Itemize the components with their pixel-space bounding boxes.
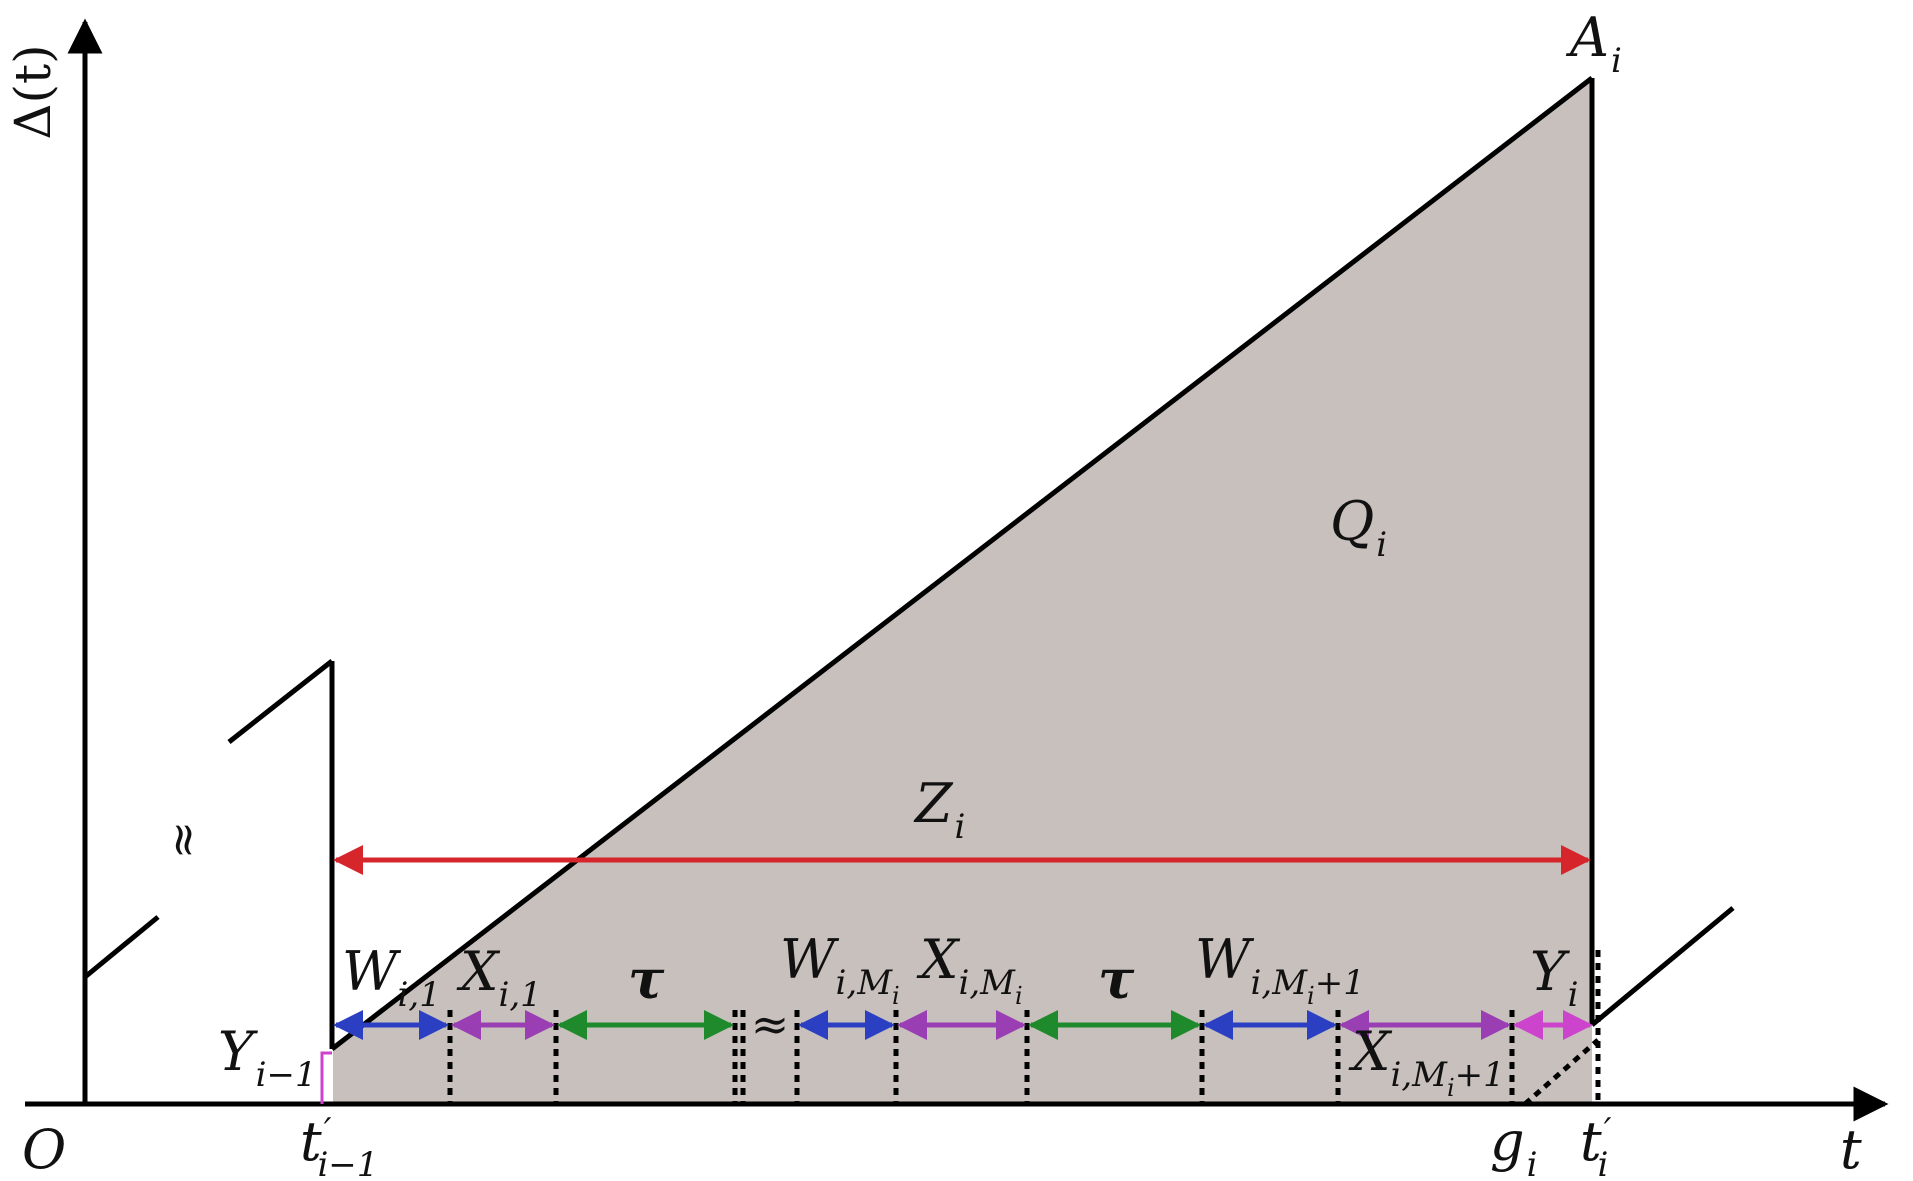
x-imi1-label: Xi,Mi+1 [1348,1020,1505,1102]
approx-symbol-left: ≈ [155,821,209,860]
w-imi-label: Wi,Mi [780,928,900,1010]
dotted-markers [447,950,1601,1106]
x-i1-label: Xi,1 [456,940,542,1015]
x-imi-label: Xi,Mi [916,928,1023,1010]
origin-label: O [22,1118,66,1181]
y-prev-bracket [320,1051,332,1104]
t-i-label: t′i [1580,1110,1612,1181]
area-q-label: Qi [1330,490,1387,565]
interval-arrows [333,845,1593,1040]
y-axis-label: Δ(t) [4,44,62,139]
approx-symbol-middle: ≈ [751,997,790,1051]
g-label: gi [1490,1110,1537,1181]
tau-label-2: τ [1098,947,1135,1011]
w-i1-label: Wi,1 [342,940,441,1015]
peak-label: Ai [1565,6,1622,81]
age-ramp [330,76,1594,1051]
age-curve [83,76,1735,1051]
dotted-diagonal [1523,1038,1600,1106]
age-segment-after-update [1590,906,1735,1027]
z-interval-label: Zi [913,772,965,847]
x-axis-label: t [1840,1118,1862,1181]
tau-label-1: τ [628,947,665,1011]
area-q-region [333,78,1592,1104]
y-i-label: Yi [1530,940,1579,1015]
w-imi1-label: Wi,Mi+1 [1195,928,1365,1010]
t-prev-label: t′i−1 [300,1110,378,1181]
y-prev-label: Yi−1 [218,1020,317,1095]
age-segment-before-prev-update [227,659,334,744]
age-segment-initial [83,915,160,979]
